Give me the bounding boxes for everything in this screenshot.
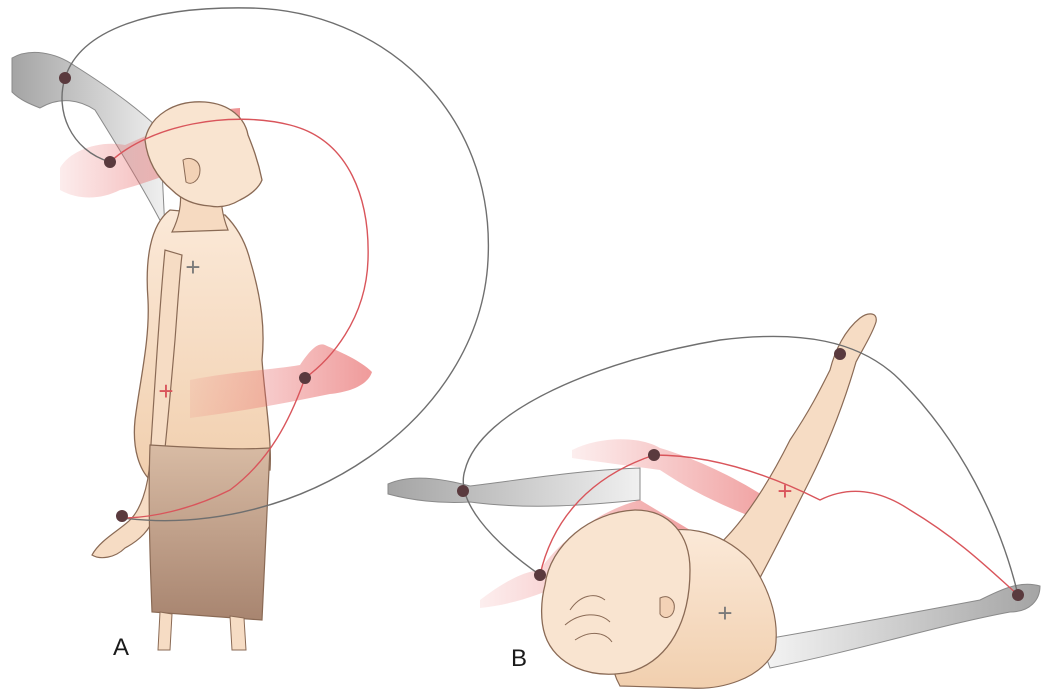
- joint-dot: [534, 569, 546, 581]
- plus-marker-red: +: [158, 376, 173, 406]
- joint-dot: [834, 348, 846, 360]
- joint-dot: [59, 72, 71, 84]
- joint-dot: [1012, 589, 1024, 601]
- joint-dot: [116, 510, 128, 522]
- ghost-arm-right: [760, 584, 1040, 668]
- joint-dot: [299, 372, 311, 384]
- panel-label-b: B: [511, 645, 527, 673]
- plus-marker-gray: +: [185, 252, 200, 282]
- plus-marker-red: +: [777, 476, 792, 506]
- ear-b: [660, 597, 674, 618]
- ear: [183, 158, 200, 183]
- legs: [158, 612, 246, 650]
- panel-a: + +: [12, 8, 488, 650]
- joint-dot: [104, 156, 116, 168]
- ghost-arm-left: [388, 468, 640, 506]
- joint-dot: [457, 485, 469, 497]
- plus-marker-gray: +: [717, 598, 732, 628]
- gray-arc-a: [62, 8, 488, 521]
- panel-label-a: A: [113, 634, 129, 662]
- panel-b: + +: [388, 314, 1040, 688]
- joint-dot: [648, 449, 660, 461]
